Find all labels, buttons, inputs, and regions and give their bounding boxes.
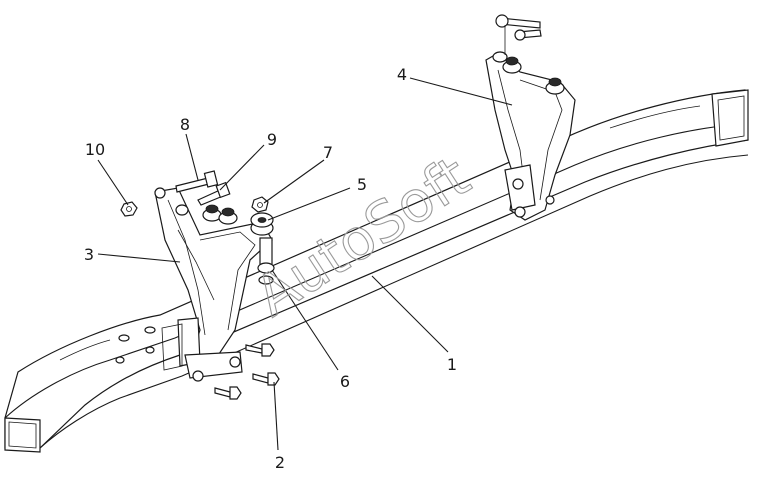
cross-beam (4, 89, 749, 453)
callout-8: 8 (180, 115, 190, 134)
left-bracket (154, 187, 273, 382)
bolts-2 (214, 343, 280, 400)
bushing-6 (257, 237, 275, 285)
callout-labels: 1 2 3 4 5 6 7 8 9 10 (84, 65, 457, 472)
callout-7: 7 (323, 143, 333, 162)
bolt-8 (175, 170, 219, 193)
bolt-9 (197, 181, 231, 206)
bushing-5 (250, 212, 274, 236)
callout-6: 6 (340, 372, 350, 391)
left-bracket-nuts (175, 204, 238, 225)
callout-1: 1 (447, 355, 457, 374)
callout-5: 5 (357, 175, 367, 194)
nut-7 (251, 196, 269, 213)
callout-9: 9 (267, 130, 277, 149)
leader-lines (97, 77, 513, 451)
callout-4: 4 (397, 65, 407, 84)
right-bracket (485, 14, 576, 221)
callout-2: 2 (275, 453, 285, 472)
callout-10: 10 (85, 140, 105, 159)
callout-3: 3 (84, 245, 94, 264)
nut-10 (120, 201, 138, 217)
